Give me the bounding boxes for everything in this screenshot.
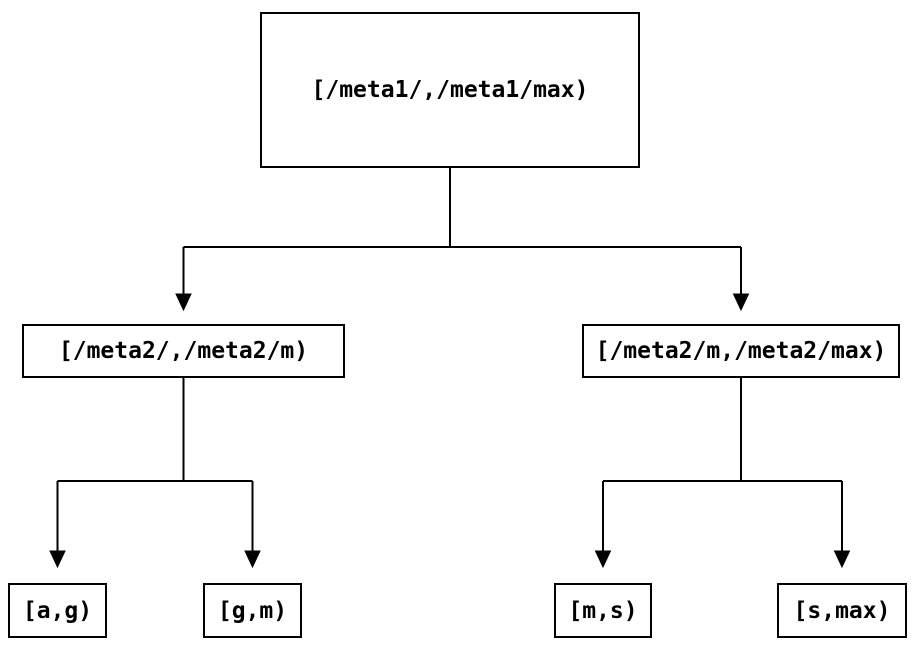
edge-root-junction (183, 167, 741, 248)
arrowhead-down-icon (594, 550, 612, 569)
node-leaf-ms-label: [m,s) (568, 597, 638, 624)
edge-level2-left-to-leaf-gm (244, 481, 261, 569)
edge-level2-right-junction (603, 377, 842, 482)
arrowhead-down-icon (175, 293, 192, 312)
arrowhead-down-icon (833, 550, 851, 569)
node-leaf-ag: [a,g) (8, 583, 107, 638)
edge-root-to-level2-left (175, 247, 192, 312)
node-root-label: [/meta1/,/meta1/max) (311, 77, 589, 103)
edge-level2-left-junction (57, 377, 253, 482)
node-leaf-smax: [s,max) (777, 583, 907, 638)
node-level2-right: [/meta2/m,/meta2/max) (582, 324, 900, 378)
node-root: [/meta1/,/meta1/max) (260, 12, 640, 168)
edge-level2-left-to-leaf-ag (49, 481, 66, 569)
node-level2-left-label: [/meta2/,/meta2/m) (58, 338, 309, 364)
node-level2-right-label: [/meta2/m,/meta2/max) (595, 338, 887, 364)
node-leaf-smax-label: [s,max) (793, 597, 891, 624)
node-leaf-ag-label: [a,g) (22, 597, 93, 624)
edge-root-to-level2-right (732, 247, 750, 312)
arrowhead-down-icon (732, 293, 750, 312)
edge-level2-right-to-leaf-ms (594, 481, 612, 569)
node-leaf-gm-label: [g,m) (217, 597, 288, 624)
arrowhead-down-icon (49, 550, 66, 569)
node-leaf-gm: [g,m) (203, 583, 302, 638)
node-leaf-ms: [m,s) (554, 583, 652, 638)
arrowhead-down-icon (244, 550, 261, 569)
node-level2-left: [/meta2/,/meta2/m) (22, 324, 345, 378)
edge-level2-right-to-leaf-smax (833, 481, 851, 569)
